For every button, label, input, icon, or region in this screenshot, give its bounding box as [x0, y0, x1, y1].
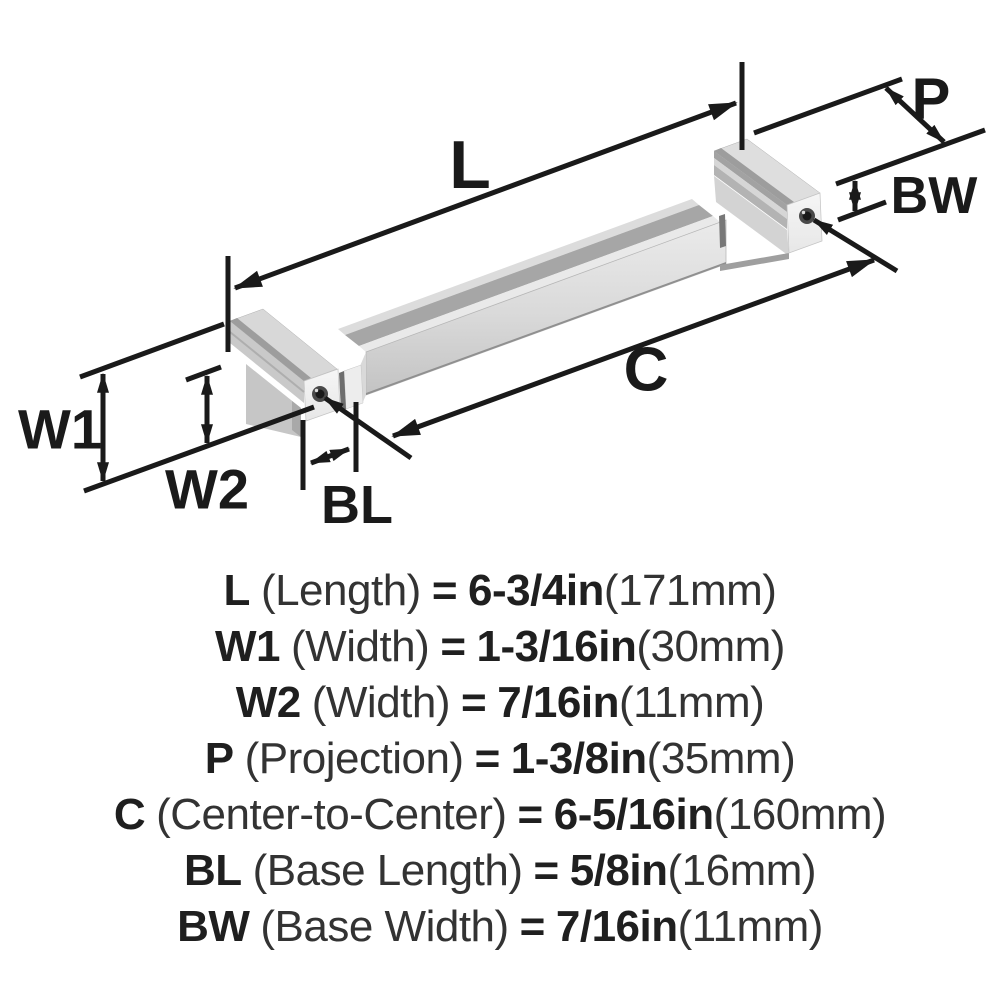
spec-imperial: 7/16in	[497, 678, 619, 727]
spec-line-length: L(Length)=6-3/4in(171mm)	[0, 563, 1000, 619]
spec-metric: (35mm)	[646, 734, 796, 783]
spec-imperial: 6-5/16in	[553, 790, 714, 839]
spec-abbr: L	[223, 566, 251, 615]
p-ext-top	[753, 76, 903, 136]
p-arrow	[884, 86, 946, 144]
handle-drawing	[229, 138, 823, 437]
dimension-BL	[300, 402, 359, 490]
left-cap-bevel	[230, 318, 311, 381]
spec-abbr: W2	[235, 678, 302, 727]
dimension-W2	[185, 364, 222, 445]
spec-equals: =	[461, 678, 487, 727]
left-cap-groove	[229, 331, 305, 393]
spec-line-width2: W2(Width)=7/16in(11mm)	[0, 675, 1000, 731]
dimension-BW	[837, 179, 887, 223]
right-under-shadow	[720, 253, 789, 271]
right-mount-slot	[719, 214, 726, 248]
spec-imperial: 1-3/8in	[510, 734, 647, 783]
spec-imperial: 7/16in	[555, 902, 678, 951]
dimension-P	[753, 76, 986, 187]
spec-imperial: 6-3/4in	[468, 566, 604, 615]
dim-label-P: P	[912, 67, 951, 132]
spec-metric: (11mm)	[618, 678, 765, 727]
spec-name: (Base Length)	[252, 846, 523, 895]
spec-equals: =	[440, 622, 466, 671]
spec-list: L(Length)=6-3/4in(171mm) W1(Width)=1-3/1…	[0, 563, 1000, 955]
left-screw-hole	[312, 386, 328, 402]
w1-ext-top	[79, 321, 225, 380]
spec-metric: (30mm)	[636, 622, 785, 671]
right-post	[713, 138, 823, 271]
dim-label-BW: BW	[891, 167, 979, 225]
right-hole-glint	[801, 210, 806, 215]
spec-line-center-to-center: C(Center-to-Center)=6-5/16in(160mm)	[0, 787, 1000, 843]
dimension-W1	[79, 321, 315, 494]
w1-w2-ext-bottom	[83, 404, 315, 494]
right-screw-hole	[799, 208, 815, 224]
spec-name: (Base Width)	[260, 902, 509, 951]
spec-metric: (11mm)	[677, 902, 824, 951]
dim-label-L: L	[449, 127, 491, 203]
spec-abbr: BL	[183, 846, 242, 895]
diagram-svg: L P BW C	[18, 62, 986, 535]
dimension-L	[225, 62, 745, 352]
bw-ext-bottom	[837, 199, 887, 223]
spec-name: (Projection)	[244, 734, 464, 783]
spec-metric: (160mm)	[713, 790, 887, 839]
spec-metric: (171mm)	[603, 566, 777, 615]
spec-name: (Center-to-Center)	[156, 790, 507, 839]
spec-imperial: 1-3/16in	[476, 622, 637, 671]
spec-line-projection: P(Projection)=1-3/8in(35mm)	[0, 731, 1000, 787]
spec-imperial: 5/8in	[569, 846, 668, 895]
dim-label-BL: BL	[321, 475, 393, 535]
l-arrow	[233, 100, 738, 291]
spec-abbr: W1	[215, 622, 281, 671]
left-hole-glint	[314, 388, 319, 393]
dim-label-C: C	[624, 336, 669, 405]
left-bar-end-tab	[343, 364, 364, 410]
dim-label-W1: W1	[18, 398, 102, 461]
spec-name: (Width)	[311, 678, 451, 727]
spec-line-base-length: BL(Base Length)=5/8in(16mm)	[0, 843, 1000, 899]
spec-equals: =	[519, 902, 546, 951]
p-ext-bottom	[835, 127, 986, 187]
c-leader-left	[323, 395, 413, 461]
right-hole-inner	[802, 211, 812, 221]
spec-name: (Width)	[291, 622, 430, 671]
spec-line-base-width: BW(Base Width)=7/16in(11mm)	[0, 899, 1000, 955]
spec-equals: =	[474, 734, 501, 783]
spec-line-width1: W1(Width)=1-3/16in(30mm)	[0, 619, 1000, 675]
spec-abbr: P	[204, 734, 234, 783]
left-hole-inner	[315, 389, 325, 399]
spec-name: (Length)	[260, 566, 421, 615]
c-leader-right	[812, 217, 899, 274]
c-arrow	[391, 257, 876, 439]
dim-label-W2: W2	[165, 458, 249, 521]
handle-dimension-diagram: L P BW C	[18, 62, 986, 535]
w2-tick-top	[185, 364, 222, 383]
spec-abbr: C	[113, 790, 146, 839]
spec-abbr: BW	[177, 902, 250, 951]
spec-equals: =	[533, 846, 560, 895]
spec-metric: (16mm)	[667, 846, 817, 895]
spec-equals: =	[431, 566, 458, 615]
bl-arrow	[309, 446, 351, 466]
dimension-C	[323, 217, 899, 461]
spec-equals: =	[517, 790, 544, 839]
